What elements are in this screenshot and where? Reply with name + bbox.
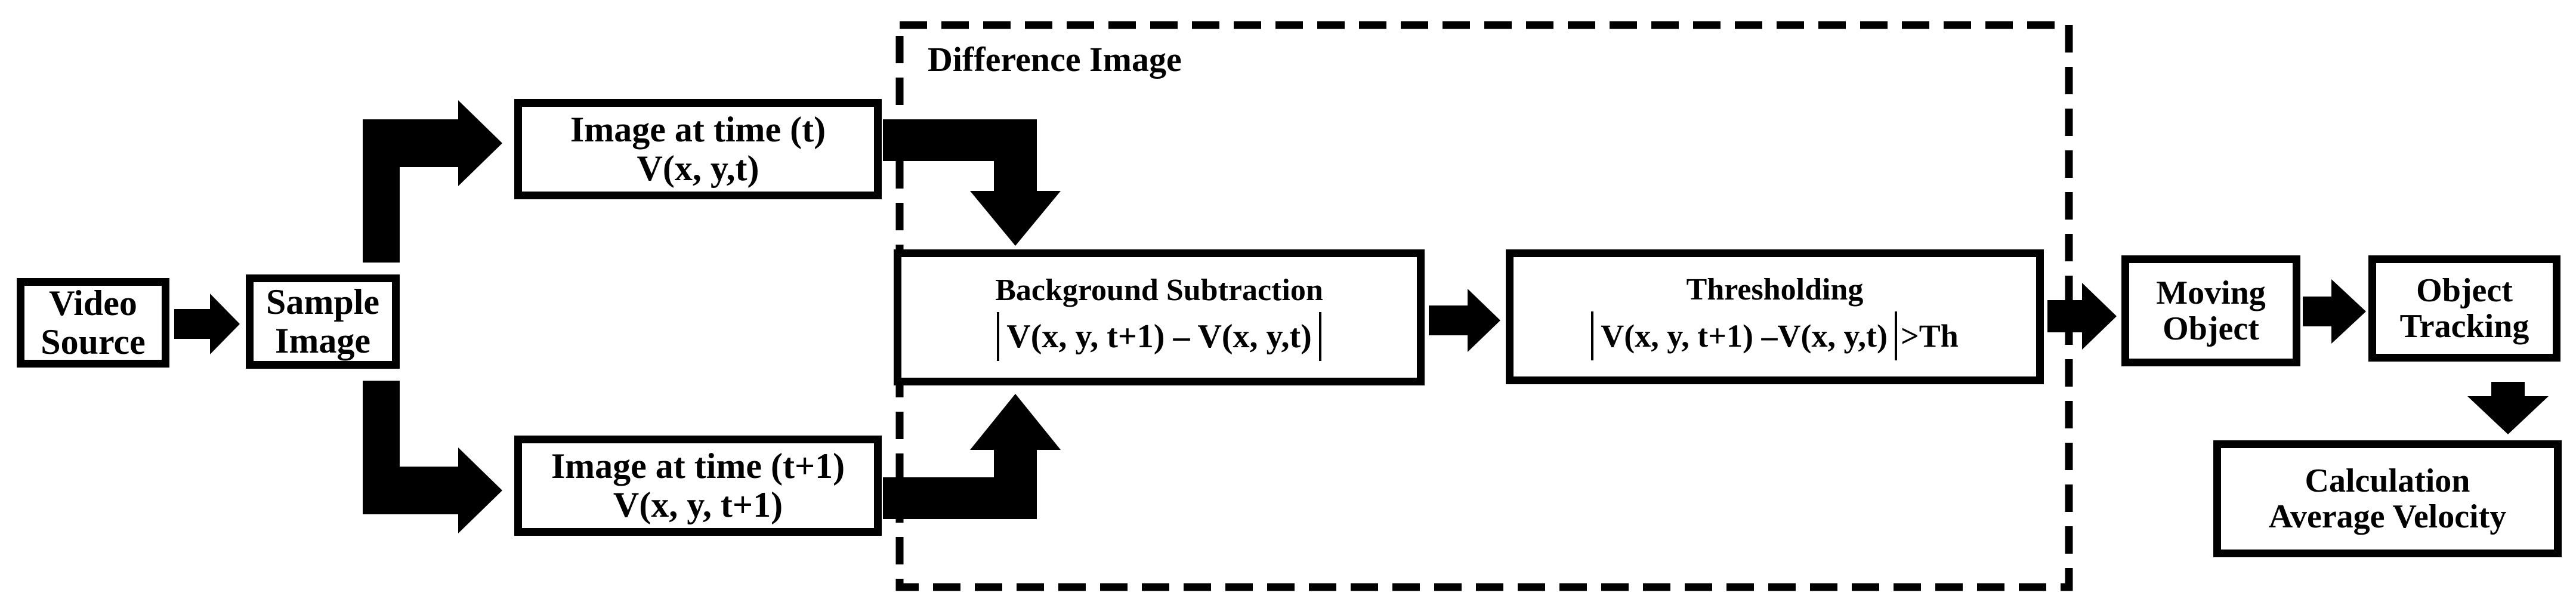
sample-image-node: Sample Image (246, 274, 400, 369)
background-subtraction-node: Background Subtraction V(x, y, t+1) – V(… (894, 249, 1425, 385)
abs-bar-right (1894, 311, 1897, 361)
calculation-line1: Calculation (2305, 462, 2470, 499)
object-tracking-line1: Object (2416, 271, 2513, 309)
threshold-suffix: >Th (1900, 317, 1959, 354)
moving-object-line2: Object (2163, 310, 2259, 347)
object-tracking-line2: Tracking (2399, 308, 2529, 345)
abs-bar-left (997, 312, 1000, 362)
thresholding-node: Thresholding V(x, y, t+1) –V(x, y,t) >Th (1506, 249, 2044, 384)
calculation-line2: Average Velocity (2268, 498, 2507, 535)
difference-image-label: Difference Image (928, 40, 1182, 79)
video-source-node: Video Source (17, 278, 169, 368)
abs-bar-right (1318, 312, 1321, 362)
moving-object-line1: Moving (2156, 274, 2266, 311)
calculation-node: Calculation Average Velocity (2213, 440, 2562, 557)
image-at-time-t1-node: Image at time (t+1) V(x, y, t+1) (514, 436, 882, 536)
arrow-bgsub-to-threshold (1429, 289, 1500, 352)
video-source-line1: Video (49, 283, 137, 323)
background-subtraction-title: Background Subtraction (995, 273, 1323, 307)
image-at-time-t-node: Image at time (t) V(x, y,t) (514, 99, 882, 199)
arrow-threshold-to-moving (2047, 283, 2117, 350)
sample-image-line1: Sample (265, 282, 380, 322)
object-tracking-node: Object Tracking (2368, 255, 2560, 362)
abs-bar-left (1591, 311, 1594, 361)
moving-object-node: Moving Object (2121, 255, 2300, 366)
arrow-video-to-sample (174, 294, 240, 354)
arrow-moving-to-tracking (2303, 279, 2366, 344)
thresholding-formula: V(x, y, t+1) –V(x, y,t) (1601, 317, 1888, 354)
video-source-line2: Source (41, 322, 146, 362)
image-t1-label: Image at time (t+1) (551, 446, 845, 486)
background-subtraction-formula: V(x, y, t+1) – V(x, y,t) (1006, 317, 1312, 355)
image-t-label: Image at time (t) (570, 110, 826, 150)
arrow-sample-to-image-t (363, 100, 502, 263)
arrow-tracking-to-calculation (2467, 382, 2549, 434)
arrow-image-t-to-bgsub (883, 119, 1061, 246)
arrow-image-t1-to-bgsub (883, 394, 1061, 519)
image-t1-formula: V(x, y, t+1) (613, 485, 783, 524)
image-t-formula: V(x, y,t) (637, 149, 759, 188)
arrow-sample-to-image-t1 (363, 381, 502, 533)
thresholding-title: Thresholding (1686, 272, 1864, 307)
sample-image-line2: Image (275, 321, 370, 360)
